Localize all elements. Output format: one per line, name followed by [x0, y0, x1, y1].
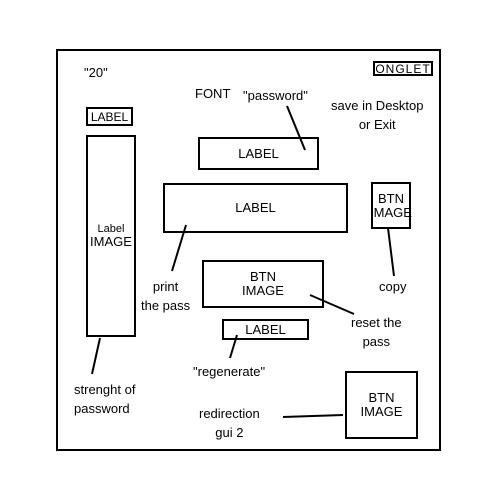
annotation-print-pass-line1: print [152, 279, 179, 294]
annotation-redirection: redirection gui 2 [199, 404, 260, 442]
regenerate-label: LABEL [222, 319, 309, 340]
print-password-label-text: LABEL [235, 200, 276, 215]
annotation-reset-pass-line2: pass [362, 334, 391, 349]
annotation-twenty: "20" [84, 65, 108, 80]
annotation-font: FONT [195, 86, 231, 101]
annotation-regenerate: "regenerate" [193, 364, 266, 379]
annotation-reset-pass-line1: reset the [351, 315, 402, 330]
pointer-print-pass [171, 224, 187, 272]
annotation-save-exit-line2: or Exit [358, 117, 396, 132]
annotation-copy: copy [379, 279, 407, 294]
counter-label-text: LABEL [90, 109, 129, 124]
redirect-button-line2: IMAGE [360, 404, 403, 419]
annotation-save-exit-line1: save in Desktop [331, 98, 424, 113]
annotation-reset-pass: reset the pass [351, 313, 402, 351]
annotation-print-pass: print the pass [141, 277, 190, 315]
reset-button[interactable]: BTN IMAGE [202, 260, 324, 308]
annotation-print-pass-line2: the pass [141, 298, 191, 313]
annotation-redirection-line2: gui 2 [215, 425, 244, 440]
annotation-strength-line1: strenght of [74, 382, 136, 397]
password-label-text: LABEL [238, 145, 279, 161]
counter-label: LABEL [86, 107, 133, 126]
redirect-button-line1: BTN [368, 390, 395, 405]
regenerate-label-text: LABEL [245, 321, 286, 337]
pointer-strength [91, 337, 101, 375]
copy-button-line2: IMAGE [370, 204, 412, 220]
pointer-copy [387, 227, 395, 277]
reset-button-line1: BTN [250, 269, 276, 284]
print-password-label: LABEL [163, 183, 348, 233]
reset-button-line2: IMAGE [242, 283, 284, 298]
annotation-redirection-line1: redirection [199, 406, 260, 421]
copy-button[interactable]: BTN IMAGE [370, 182, 412, 229]
redirect-button[interactable]: BTN IMAGE [345, 371, 418, 439]
window-frame [56, 49, 441, 451]
copy-button-line1: BTN [378, 190, 404, 206]
strength-label-image-line1: Label [97, 223, 125, 235]
pointer-reset-pass [309, 294, 355, 315]
strength-label-image: Label IMAGE [86, 135, 136, 337]
strength-label-image-line2: IMAGE [90, 234, 132, 249]
pointer-regenerate [229, 334, 238, 359]
annotation-save-exit: save in Desktop or Exit [331, 96, 424, 134]
pointer-password [286, 105, 306, 151]
onglet-tab[interactable]: ONGLET [373, 61, 433, 76]
pointer-redirection [282, 414, 344, 418]
onglet-tab-label: ONGLET [375, 61, 431, 76]
annotation-password: "password" [243, 88, 308, 103]
annotation-strength: strenght of password [74, 380, 135, 418]
annotation-strength-line2: password [74, 401, 130, 416]
password-label: LABEL [198, 137, 319, 170]
